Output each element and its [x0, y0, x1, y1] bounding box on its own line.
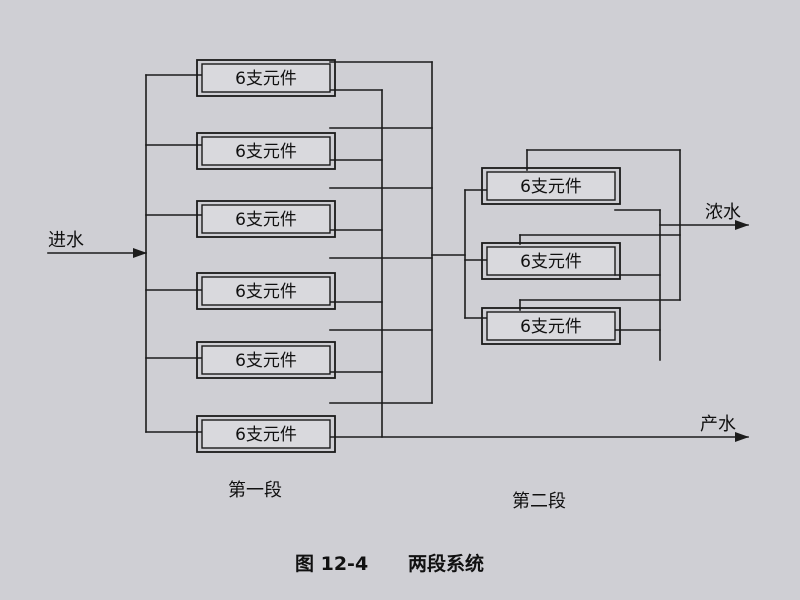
- stage2-label: 第二段: [512, 491, 566, 512]
- feed-piping: [47, 74, 203, 433]
- stage1-element-5: 6支元件: [196, 341, 336, 379]
- product-label: 产水: [700, 414, 736, 435]
- stage1-element-6: 6支元件: [196, 415, 336, 453]
- stage1-concentrate-piping: [329, 61, 487, 404]
- element-label: 6支元件: [520, 317, 582, 337]
- concentrate-label: 浓水: [705, 202, 741, 223]
- element-label: 6支元件: [520, 177, 582, 197]
- figure-title: 两段系统: [408, 552, 484, 575]
- element-label: 6支元件: [235, 425, 297, 445]
- element-label: 6支元件: [235, 142, 297, 162]
- element-label: 6支元件: [235, 210, 297, 230]
- stage2-piping: [329, 149, 749, 442]
- figure-number: 图 12-4: [295, 553, 368, 575]
- element-label: 6支元件: [520, 252, 582, 272]
- element-label: 6支元件: [235, 282, 297, 302]
- inlet-label: 进水: [48, 230, 84, 251]
- stage2-element-3: 6支元件: [481, 307, 621, 345]
- stage2-element-2: 6支元件: [481, 242, 621, 280]
- stage1-element-4: 6支元件: [196, 272, 336, 310]
- stage1-element-2: 6支元件: [196, 132, 336, 170]
- element-label: 6支元件: [235, 69, 297, 89]
- stage1-product-piping: [329, 89, 383, 438]
- stage1-label: 第一段: [228, 480, 282, 501]
- stage1-element-3: 6支元件: [196, 200, 336, 238]
- stage1-element-1: 6支元件: [196, 59, 336, 97]
- stage2-element-1: 6支元件: [481, 167, 621, 205]
- element-label: 6支元件: [235, 351, 297, 371]
